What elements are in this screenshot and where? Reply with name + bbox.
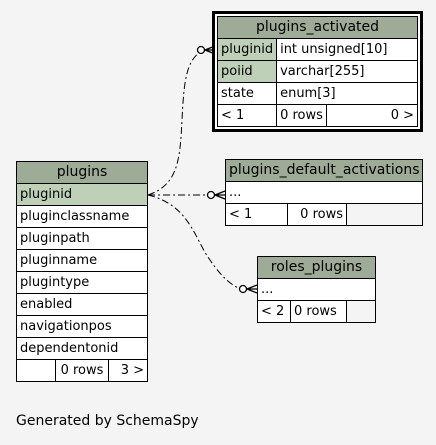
- plugins-default-activations-title[interactable]: plugins_default_activations: [224, 159, 424, 182]
- roles-plugins-table: roles_plugins ... < 2 0 rows: [257, 256, 376, 323]
- parents-count[interactable]: < 2: [257, 300, 291, 323]
- roles-plugins-title[interactable]: roles_plugins: [257, 256, 376, 279]
- link-plugins-to-plugins-activated: [147, 49, 204, 196]
- column-placeholder[interactable]: ...: [257, 278, 376, 301]
- column-name[interactable]: pluginname: [16, 249, 148, 272]
- crowfoot-default-activations: [206, 190, 216, 200]
- column-name[interactable]: pluginclassname: [16, 205, 148, 228]
- plugins-activated-table-frame: plugins_activated pluginid int unsigned[…: [212, 11, 423, 132]
- row-count: 0 rows: [55, 359, 109, 382]
- column-name[interactable]: pluginid: [16, 183, 148, 206]
- column-name[interactable]: dependentonid: [16, 337, 148, 360]
- children-count[interactable]: 3 >: [108, 359, 148, 382]
- link-plugins-to-roles-plugins: [147, 194, 243, 290]
- column-name[interactable]: state: [216, 82, 278, 105]
- generator-caption: Generated by SchemaSpy: [16, 413, 199, 429]
- plugins-default-activations-table: plugins_default_activations ... < 1 0 ro…: [224, 159, 424, 226]
- column-type: varchar[255]: [276, 60, 418, 83]
- column-name[interactable]: pluginpath: [16, 227, 148, 250]
- children-count: [346, 300, 376, 323]
- row-count: 0 rows: [290, 300, 347, 323]
- row-count: 0 rows: [276, 104, 327, 127]
- column-name[interactable]: enabled: [16, 293, 148, 316]
- column-placeholder[interactable]: ...: [224, 181, 424, 204]
- column-type: int unsigned[10]: [276, 38, 418, 61]
- parents-count[interactable]: < 1: [225, 203, 288, 226]
- column-name[interactable]: poiid: [216, 60, 278, 83]
- plugins-table: plugins pluginid pluginclassname pluginp…: [16, 161, 148, 382]
- column-name[interactable]: navigationpos: [16, 315, 148, 338]
- plugins-activated-table: plugins_activated pluginid int unsigned[…: [216, 16, 419, 127]
- column-name[interactable]: pluginid: [216, 38, 278, 61]
- children-count: [345, 203, 424, 226]
- children-count[interactable]: 0 >: [325, 104, 419, 127]
- row-count: 0 rows: [287, 203, 347, 226]
- parents-count: [16, 359, 56, 382]
- plugins-activated-title[interactable]: plugins_activated: [217, 16, 418, 39]
- column-name[interactable]: plugintype: [16, 271, 148, 294]
- parents-count[interactable]: < 1: [216, 104, 278, 127]
- crowfoot-plugins-activated: [196, 45, 206, 55]
- plugins-title[interactable]: plugins: [16, 161, 148, 184]
- crowfoot-roles-plugins: [238, 284, 248, 294]
- column-type: enum[3]: [276, 82, 418, 105]
